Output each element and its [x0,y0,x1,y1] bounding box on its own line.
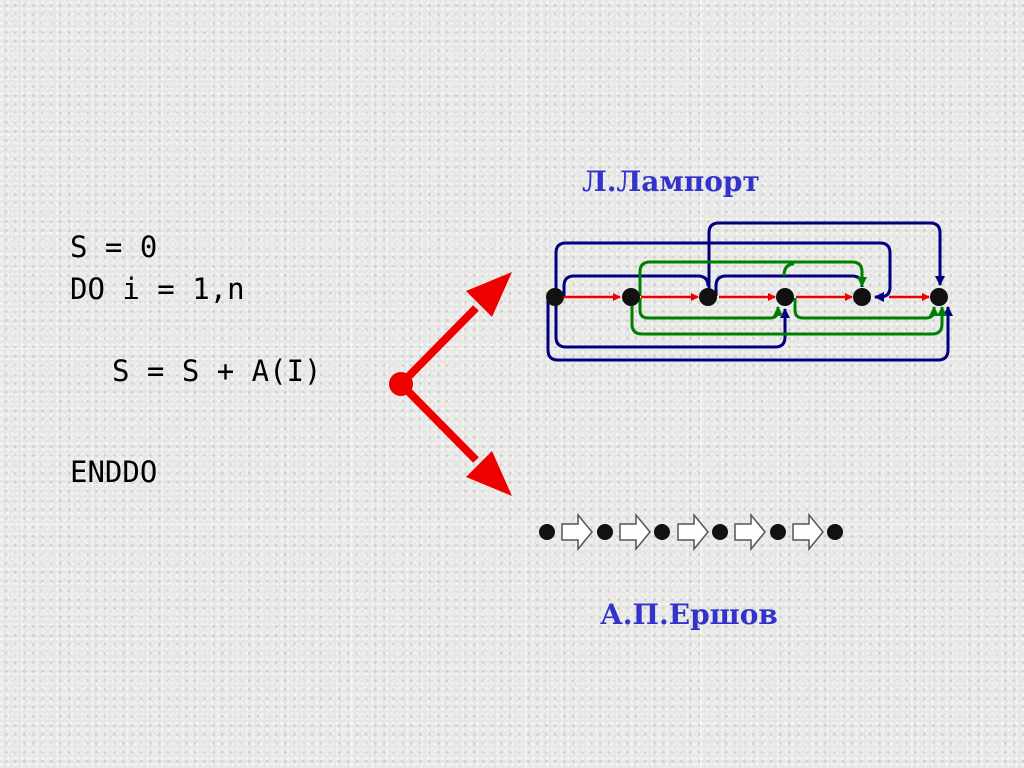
ershov-node [712,524,728,540]
lamport-node [546,288,564,306]
ershov-node [654,524,670,540]
navy-arc [707,221,945,296]
ershov-arrow [792,512,824,552]
fork-arrows [389,272,512,496]
texture-seam [525,0,526,768]
lamport-green-arcs [630,260,947,336]
texture-seam [0,348,1024,349]
navy-arc [562,274,710,296]
navy-arc [546,298,953,362]
ershov-arrow [734,512,766,552]
lamport-navy-arcs [546,221,953,362]
lamport-node [622,288,640,306]
green-arc [630,298,947,336]
code-line-do: DO i = 1,n [70,272,245,306]
ershov-node [597,524,613,540]
lamport-node [776,288,794,306]
texture-seam [350,0,351,768]
navy-arc [554,241,892,302]
texture-seam [700,0,701,768]
lamport-nodes [546,288,948,306]
ershov-arrow [561,512,593,552]
ershov-arrow [677,512,709,552]
fork-arrow-down-head [466,451,512,496]
code-line-s-init: S = 0 [70,230,158,264]
lamport-node [699,288,717,306]
author-ershov: А.П.Ершов [600,598,778,631]
fork-arrow-up [398,305,479,387]
fork-arrow-up-head [466,272,512,317]
texture-seam [0,524,1024,525]
ershov-node [539,524,555,540]
green-arc [793,298,939,320]
green-arc [638,298,783,320]
navy-arc [554,298,790,349]
green-arc [638,260,867,296]
code-line-enddo: ENDDO [70,455,158,489]
ershov-arrow [619,512,651,552]
green-arc [782,262,795,277]
author-lamport: Л.Лампорт [582,165,760,198]
ershov-node [770,524,786,540]
ershov-chain [539,512,843,552]
lamport-node [853,288,871,306]
lamport-node [930,288,948,306]
code-line-sum: S = S + A(I) [112,354,322,388]
ershov-node [827,524,843,540]
fork-arrow-down [398,381,479,463]
fork-node [389,372,413,396]
